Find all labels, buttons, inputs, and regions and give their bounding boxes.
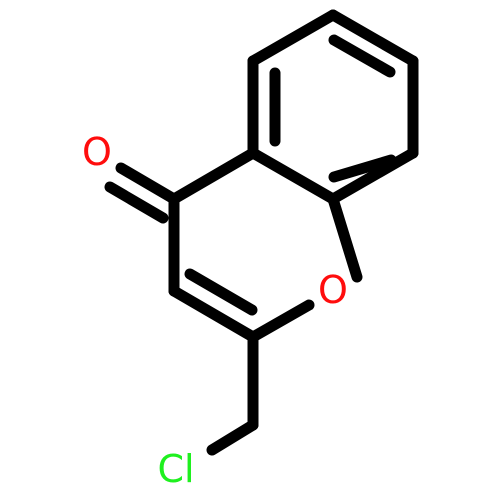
bond-c4a-c4 [168, 147, 259, 205]
bond-c6-c4a [247, 147, 339, 205]
bond-c7-c6 [327, 147, 419, 205]
ring-oxygen-label: O [318, 268, 348, 312]
bond-ch2-cl [206, 419, 259, 456]
bond-o1-c8a [327, 193, 363, 283]
bond-c3-c2-double [184, 268, 258, 316]
chlorine-label: Cl [157, 447, 194, 491]
bond-c3-c2 [168, 285, 259, 343]
bond-c5-c8a [247, 9, 339, 67]
bond-double-inner-top [328, 34, 396, 78]
bond-carbonyl-inner [104, 181, 169, 224]
carbonyl-oxygen-label: O [82, 130, 112, 174]
bond-carbonyl-outer [115, 162, 180, 205]
bond-c2-o1 [247, 299, 315, 343]
bond-c8a-c8 [327, 9, 419, 67]
bond-double-inner-right [328, 154, 397, 183]
